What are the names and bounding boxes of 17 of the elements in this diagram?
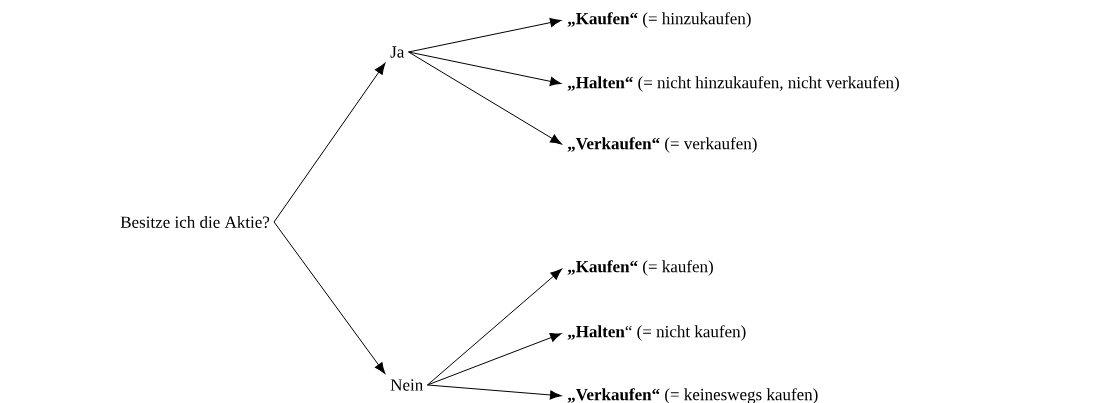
arrow: [408, 18, 562, 53]
option-text: „Kaufen“ (= hinzukaufen): [567, 12, 751, 28]
arrow: [426, 384, 562, 400]
arrow: [273, 221, 386, 374]
answer-text: Nein: [390, 379, 423, 391]
arrow: [426, 268, 562, 386]
arrow: [408, 51, 562, 145]
option-text: „Halten“ (= nicht hinzukaufen, nicht verkaufen): [567, 76, 899, 92]
arrow: [408, 51, 562, 86]
arrow: [426, 333, 562, 386]
option-text: „Verkaufen“ (= keineswegs kaufen): [567, 388, 818, 403]
option-text: „Kaufen“ (= kaufen): [567, 260, 713, 276]
option-text: „Halten“ (= nicht kaufen): [567, 325, 746, 341]
answer-text: Ja: [390, 46, 405, 58]
question-text: Besitze ich die Aktie?: [120, 215, 270, 228]
option-text: „Verkaufen“ (= verkaufen): [567, 137, 757, 153]
arrow: [273, 63, 386, 223]
